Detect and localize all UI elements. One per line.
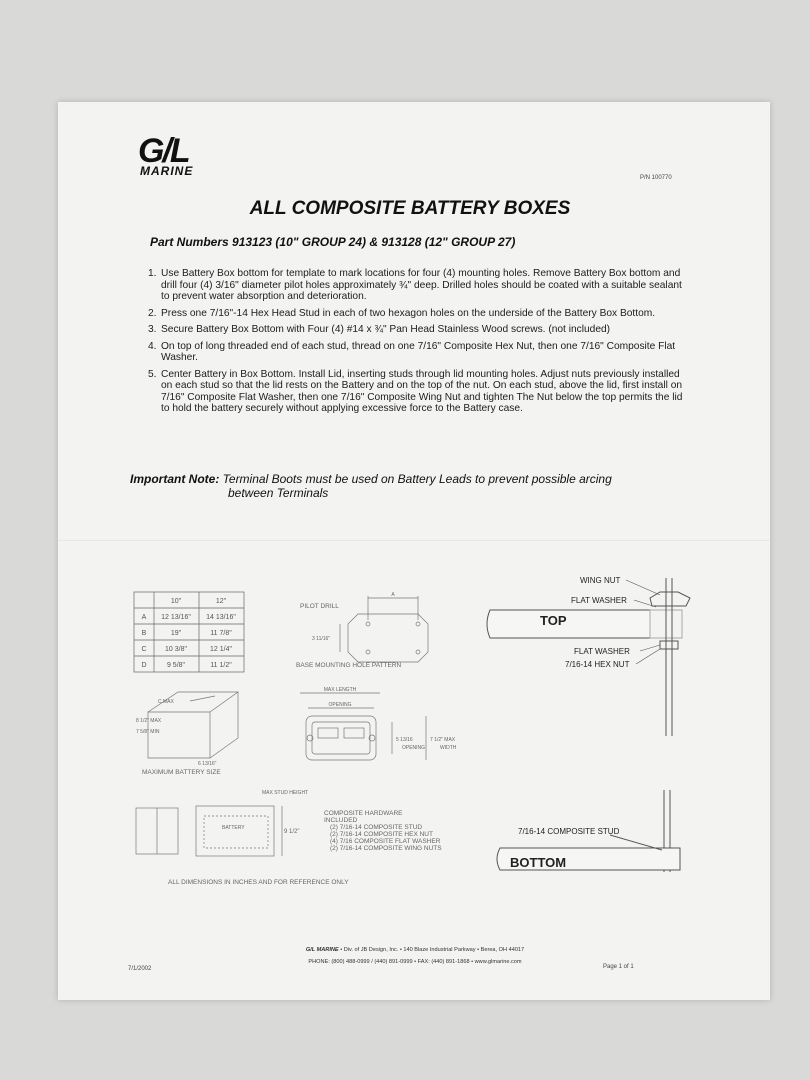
bottom-label: BOTTOM: [510, 855, 566, 870]
step-text: Secure Battery Box Bottom with Four (4) …: [161, 324, 611, 335]
footer: G/L MARINE • Div. of JB Design, Inc. • 1…: [220, 944, 610, 968]
table-cell: 12 13/16": [161, 614, 191, 621]
composite-stud-label: 7/16-14 COMPOSITE STUD: [518, 827, 620, 836]
important-note: Important Note: Terminal Boots must be u…: [130, 472, 690, 500]
table-cell: 12 1/4": [210, 646, 232, 653]
all-dimensions-note: ALL DIMENSIONS IN INCHES AND FOR REFEREN…: [168, 879, 349, 886]
step-item: 2. Press one 7/16"-14 Hex Head Stud in ea…: [148, 308, 688, 320]
lid-max-label: WIDTH: [440, 745, 457, 751]
table-cell: 11 1/2": [210, 662, 232, 669]
step-item: 5. Center Battery in Box Bottom. Install …: [148, 369, 688, 415]
footer-contact: PHONE: (800) 488-0999 / (440) 891-0999 •…: [308, 959, 522, 965]
table-header: 12": [216, 598, 227, 605]
step-number: 3.: [148, 324, 157, 335]
hex-nut-label: 7/16-14 HEX NUT: [565, 660, 630, 669]
wing-nut-label: WING NUT: [580, 576, 621, 585]
step-text: Center Battery in Box Bottom. Install Li…: [161, 368, 683, 415]
step-item: 4. On top of long threaded end of each st…: [148, 341, 688, 364]
table-cell: 10 3/8": [165, 646, 187, 653]
note-line-1: Terminal Boots must be used on Battery L…: [219, 472, 612, 486]
page-title: ALL COMPOSITE BATTERY BOXES: [249, 198, 571, 219]
footer-address: • Div. of JB Design, Inc. • 140 Blaze In…: [338, 947, 525, 953]
leader-lines-top: [625, 579, 661, 665]
step-number: 4.: [148, 340, 157, 352]
step-item: 3. Secure Battery Box Bottom with Four (4…: [148, 324, 688, 336]
stud-bottom-assembly: [496, 790, 681, 872]
base-pattern-text: PILOT DRILL A 3 11/16" BASE MOUNTING HOL…: [296, 592, 402, 669]
max-battery-text: C MAX 8 1/2" MAX 7 5/8" MIN 6 13/16" MAX…: [136, 699, 221, 776]
note-line-2: between Terminals: [228, 486, 329, 500]
box-height-min: 7 5/8" MIN: [136, 729, 160, 735]
step-item: 1. Use Battery Box bottom for template to…: [148, 268, 688, 303]
side-dim-label: 9 1/2": [284, 829, 299, 835]
step-text: Press one 7/16"-14 Hex Head Stud in each…: [161, 307, 656, 319]
logo-sub: MARINE: [140, 164, 194, 178]
stud-bottom-labels: 7/16-14 COMPOSITE STUD BOTTOM: [510, 827, 620, 870]
step-number: 5.: [148, 368, 157, 380]
stud-height-label: MAX STUD HEIGHT: [262, 790, 308, 796]
part-number-code: P/N 100770: [640, 175, 672, 181]
page-number: Page 1 of 1: [603, 964, 634, 970]
max-battery-drawing: [147, 691, 240, 759]
pilot-a-label: A: [391, 592, 395, 598]
table-cell: 14 13/16": [206, 614, 236, 621]
box-side-text: MAX STUD HEIGHT BATTERY 9 1/2": [222, 790, 308, 835]
table-cell: 19": [171, 630, 182, 637]
lid-opening-label: OPENING: [402, 745, 425, 751]
footer-line-1: G/L MARINE • Div. of JB Design, Inc. • 1…: [220, 944, 610, 956]
hardware-item: (2) 7/16-14 COMPOSITE HEX NUT: [330, 831, 433, 838]
part-numbers-subtitle: Part Numbers 913123 (10" GROUP 24) & 913…: [150, 235, 516, 249]
instruction-steps: 1. Use Battery Box bottom for template to…: [148, 268, 688, 420]
max-length-label: MAX LENGTH: [324, 687, 357, 693]
table-cell: 11 7/8": [210, 630, 232, 637]
dimension-table: [133, 591, 245, 673]
battery-label: BATTERY: [222, 825, 245, 831]
table-cell: C: [141, 646, 146, 653]
note-label: Important Note:: [130, 472, 220, 486]
step-number: 2.: [148, 307, 157, 319]
flat-washer-bottom-label: FLAT WASHER: [574, 647, 630, 656]
pilot-dim-label: 3 11/16": [312, 636, 330, 642]
base-pattern-label: BASE MOUNTING HOLE PATTERN: [296, 662, 402, 669]
hardware-item: (4) 7/16 COMPOSITE FLAT WASHER: [330, 838, 441, 845]
logo-text: G/L: [138, 132, 191, 170]
flat-washer-top-label: FLAT WASHER: [571, 596, 627, 605]
base-mounting-pattern-drawing: [339, 596, 429, 663]
paper-fold: [58, 540, 770, 542]
gl-marine-logo: G/L MARINE: [138, 132, 194, 178]
dimension-table-text: 10" 12" A 12 13/16" 14 13/16" B 19" 11 7…: [141, 598, 236, 669]
c-max-label: C MAX: [158, 699, 175, 705]
hardware-included: INCLUDED: [324, 817, 358, 824]
opening-label: OPENING: [328, 702, 351, 708]
table-cell: D: [141, 662, 146, 669]
document-date: 7/1/2002: [128, 966, 152, 972]
stud-top-labels: WING NUT FLAT WASHER TOP FLAT WASHER 7/1…: [540, 576, 630, 669]
hardware-list: COMPOSITE HARDWARE INCLUDED (2) 7/16-14 …: [168, 810, 442, 886]
lid-text: MAX LENGTH OPENING 5 13/16 OPENING 7 1/2…: [324, 687, 457, 751]
stud-top-assembly: [486, 578, 691, 736]
hardware-item: (2) 7/16-14 COMPOSITE STUD: [330, 824, 422, 831]
box-side-drawings: [135, 805, 283, 857]
table-cell: A: [142, 614, 147, 621]
table-cell: 9 5/8": [167, 662, 186, 669]
box-length-label: 6 13/16": [198, 761, 217, 767]
box-height-max: 8 1/2" MAX: [136, 718, 162, 724]
hardware-item: (2) 7/16-14 COMPOSITE WING NUTS: [330, 845, 442, 852]
top-label: TOP: [540, 613, 567, 628]
step-text: On top of long threaded end of each stud…: [161, 340, 676, 364]
table-header: 10": [171, 598, 182, 605]
step-text: Use Battery Box bottom for template to m…: [161, 268, 682, 302]
max-battery-label: MAXIMUM BATTERY SIZE: [142, 769, 221, 776]
footer-company: G/L MARINE: [305, 947, 339, 953]
pilot-drill-label: PILOT DRILL: [300, 603, 339, 610]
lid-opening-dim: 5 13/16: [396, 737, 413, 743]
lid-max-dim: 7 1/2" MAX: [430, 737, 456, 743]
lid-drawing: [300, 692, 427, 761]
table-cell: B: [142, 630, 147, 637]
hardware-title: COMPOSITE HARDWARE: [324, 810, 403, 817]
step-number: 1.: [148, 268, 157, 279]
